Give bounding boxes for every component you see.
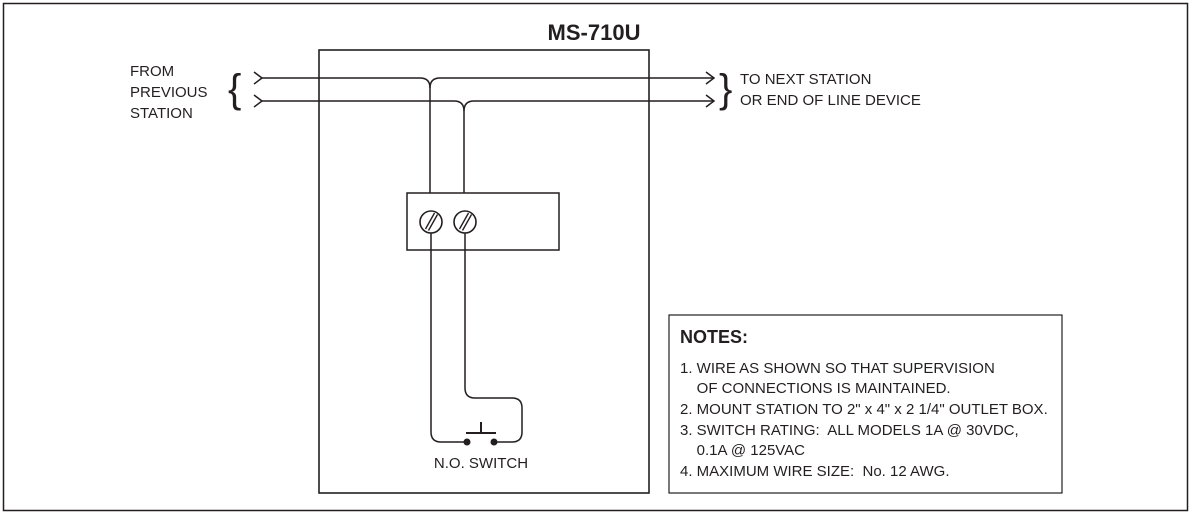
svg-text:FROM: FROM bbox=[130, 63, 174, 80]
notes-box bbox=[668, 314, 1063, 494]
svg-text:STATION: STATION bbox=[130, 105, 193, 122]
wire-top bbox=[262, 77, 714, 210]
diagram-title: MS-710U bbox=[548, 20, 641, 45]
notes-heading: NOTES: bbox=[680, 327, 748, 347]
station-box bbox=[318, 49, 650, 494]
arrowhead-left-top-icon bbox=[253, 71, 264, 85]
terminal-screw-1-icon bbox=[419, 210, 443, 234]
wire-bottom bbox=[262, 100, 714, 210]
notes-list: 1. WIRE AS SHOWN SO THAT SUPERVISION OF … bbox=[680, 360, 1048, 480]
arrowhead-left-bottom-icon bbox=[253, 94, 264, 108]
from-previous-station-label: FROM PREVIOUS STATION bbox=[130, 63, 208, 122]
note-line: 2. MOUNT STATION TO 2" x 4" x 2 1/4" OUT… bbox=[680, 401, 1048, 418]
no-switch-icon bbox=[463, 422, 498, 446]
note-line: OF CONNECTIONS IS MAINTAINED. bbox=[680, 380, 951, 397]
left-brace-icon: { bbox=[228, 67, 241, 111]
note-line: 0.1A @ 125VAC bbox=[680, 442, 805, 459]
switch-label: N.O. SWITCH bbox=[434, 455, 528, 472]
arrowhead-right-top-icon bbox=[705, 71, 716, 85]
right-brace-icon: } bbox=[719, 67, 732, 111]
svg-text:TO NEXT STATION: TO NEXT STATION bbox=[740, 71, 871, 88]
note-line: 1. WIRE AS SHOWN SO THAT SUPERVISION bbox=[680, 360, 995, 377]
note-line: 3. SWITCH RATING: ALL MODELS 1A @ 30VDC, bbox=[680, 422, 1019, 439]
arrowhead-right-bottom-icon bbox=[705, 94, 716, 108]
svg-text:PREVIOUS: PREVIOUS bbox=[130, 84, 208, 101]
switch-wiring bbox=[430, 233, 523, 443]
terminal-screw-2-icon bbox=[453, 210, 477, 234]
to-next-station-label: TO NEXT STATION OR END OF LINE DEVICE bbox=[740, 71, 921, 109]
svg-text:OR END OF LINE DEVICE: OR END OF LINE DEVICE bbox=[740, 92, 921, 109]
note-line: 4. MAXIMUM WIRE SIZE: No. 12 AWG. bbox=[680, 463, 950, 480]
